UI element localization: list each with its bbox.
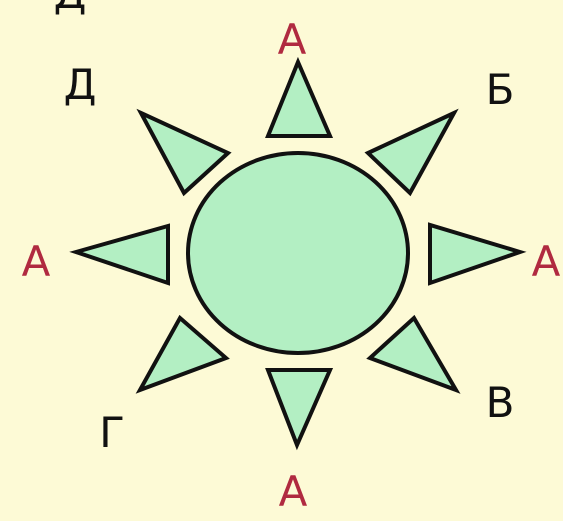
- ray-top-left: [141, 113, 228, 193]
- label-top-right-b: Б: [486, 69, 515, 111]
- ray-bottom-left: [140, 318, 226, 390]
- ray-bottom-right: [370, 318, 456, 390]
- ray-left: [76, 226, 168, 283]
- sun-center-circle: [188, 153, 408, 353]
- ray-top: [268, 62, 330, 136]
- label-corner-fragment: Д: [54, 0, 87, 15]
- ray-top-right: [368, 113, 454, 193]
- label-top-a: А: [278, 19, 307, 61]
- ray-bottom: [268, 370, 330, 445]
- label-left-a: А: [22, 241, 51, 283]
- label-top-left-d: Д: [64, 64, 97, 106]
- label-right-a: А: [532, 241, 561, 283]
- label-bottom-a: А: [279, 471, 308, 513]
- ray-right: [430, 225, 520, 283]
- label-bottom-left-g: Г: [99, 412, 125, 454]
- label-bottom-right-v: В: [486, 382, 515, 424]
